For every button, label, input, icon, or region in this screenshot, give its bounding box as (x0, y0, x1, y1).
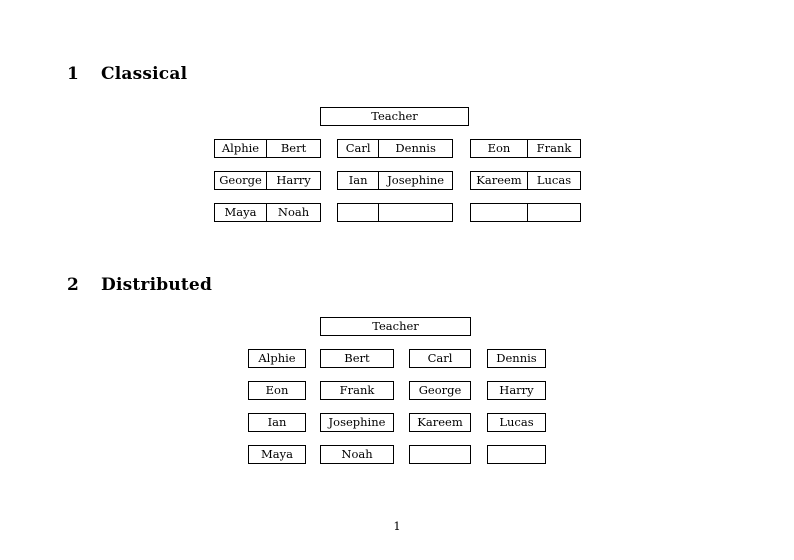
section-title: Classical (101, 64, 188, 84)
table-row[interactable]: Ian Josephine (337, 171, 453, 190)
node-box[interactable]: George (409, 381, 471, 400)
node-box[interactable]: Noah (320, 445, 394, 464)
node-box[interactable] (487, 445, 546, 464)
table-row[interactable]: Carl Dennis (337, 139, 453, 158)
node-box[interactable]: Maya (248, 445, 306, 464)
teacher-box-distributed[interactable]: Teacher (320, 317, 471, 336)
node-box[interactable]: Lucas (487, 413, 546, 432)
table-cell[interactable]: George (215, 172, 268, 189)
node-box[interactable]: Ian (248, 413, 306, 432)
section-heading-classical: 1 Classical (67, 64, 187, 84)
node-box[interactable]: Dennis (487, 349, 546, 368)
page-number: 1 (393, 519, 401, 533)
table-cell[interactable]: Eon (471, 140, 528, 157)
table-row[interactable] (337, 203, 453, 222)
node-box[interactable]: Kareem (409, 413, 471, 432)
node-box[interactable]: Carl (409, 349, 471, 368)
node-box[interactable]: Harry (487, 381, 546, 400)
table-row[interactable]: Kareem Lucas (470, 171, 581, 190)
table-row[interactable]: Maya Noah (214, 203, 321, 222)
table-row[interactable]: Alphie Bert (214, 139, 321, 158)
node-box[interactable] (409, 445, 471, 464)
table-cell[interactable]: Harry (276, 173, 311, 187)
table-row[interactable] (470, 203, 581, 222)
table-cell[interactable]: Kareem (471, 172, 528, 189)
node-box[interactable]: Eon (248, 381, 306, 400)
node-box[interactable]: Frank (320, 381, 394, 400)
section-number: 2 (67, 275, 80, 295)
node-box[interactable]: Alphie (248, 349, 306, 368)
table-row[interactable]: Eon Frank (470, 139, 581, 158)
table-cell[interactable] (379, 204, 452, 221)
table-cell[interactable]: Dennis (395, 141, 436, 155)
section-number: 1 (67, 64, 80, 84)
table-cell[interactable]: Carl (338, 140, 380, 157)
table-cell[interactable]: Lucas (536, 173, 572, 187)
table-cell[interactable]: Maya (215, 204, 268, 221)
node-box[interactable]: Josephine (320, 413, 394, 432)
table-cell[interactable]: Bert (280, 141, 307, 155)
teacher-box-classical[interactable]: Teacher (320, 107, 469, 126)
table-cell[interactable]: Noah (277, 205, 310, 219)
node-box[interactable]: Bert (320, 349, 394, 368)
table-cell[interactable] (471, 204, 528, 221)
table-cell[interactable] (338, 204, 380, 221)
table-cell[interactable]: Frank (536, 141, 572, 155)
table-cell[interactable]: Alphie (215, 140, 268, 157)
section-title: Distributed (101, 275, 213, 295)
table-row[interactable]: George Harry (214, 171, 321, 190)
table-cell[interactable] (528, 204, 580, 221)
table-cell[interactable]: Ian (338, 172, 380, 189)
table-cell[interactable]: Josephine (387, 173, 445, 187)
section-heading-distributed: 2 Distributed (67, 275, 212, 295)
